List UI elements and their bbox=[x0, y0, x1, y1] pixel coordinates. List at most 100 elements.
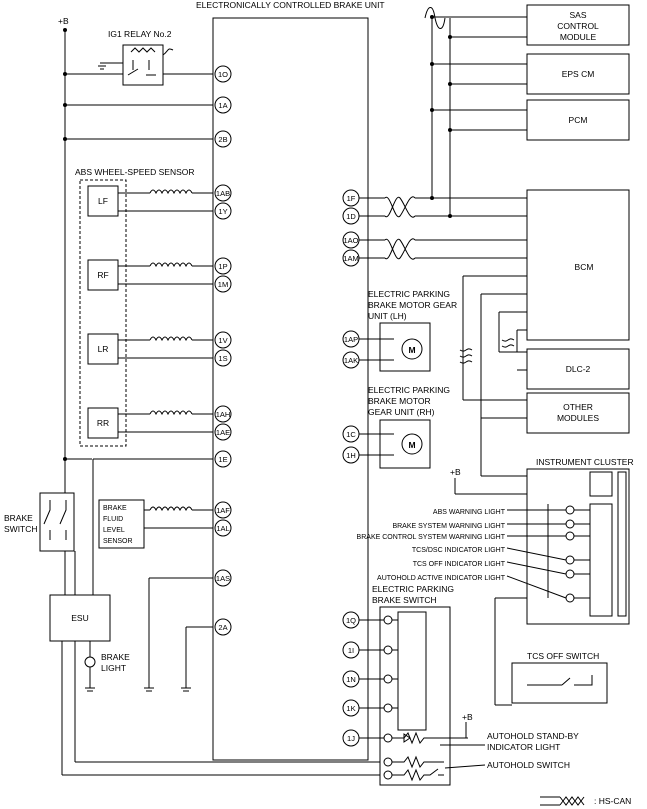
switch-contacts-icon bbox=[527, 675, 593, 686]
epb-switch-wires bbox=[359, 615, 398, 780]
cluster-inner-box bbox=[617, 471, 627, 617]
sensor-label: RF bbox=[97, 270, 108, 280]
motor-label: M bbox=[408, 345, 415, 355]
bcm-label: BCM bbox=[575, 262, 594, 272]
relay-coil-icon bbox=[127, 47, 156, 76]
switch-contacts-icon bbox=[43, 500, 67, 540]
pin-label: 1AP bbox=[344, 335, 358, 344]
bulb-icon bbox=[84, 656, 96, 668]
epb-switch-label: BRAKE SWITCH bbox=[372, 595, 437, 605]
diode-icon bbox=[403, 733, 411, 743]
junction-dot bbox=[448, 128, 452, 132]
cluster-light-label: TCS OFF INDICATOR LIGHT bbox=[413, 561, 506, 568]
pin-label: 1E bbox=[218, 455, 227, 464]
pin-label: 1K bbox=[346, 704, 355, 713]
cluster-title: INSTRUMENT CLUSTER bbox=[536, 457, 634, 467]
ground-icon bbox=[181, 687, 191, 692]
pin-label: 2A bbox=[218, 623, 227, 632]
legend-hscan-label: : HS-CAN bbox=[594, 796, 631, 806]
other-label: MODULES bbox=[557, 413, 599, 423]
junction-dot bbox=[430, 62, 434, 66]
tcs-off-box bbox=[511, 662, 608, 704]
pin-label: 2B bbox=[218, 135, 227, 144]
sensor-rr: RR bbox=[87, 407, 213, 439]
cluster-light-label: TCS/DSC INDICATOR LIGHT bbox=[412, 547, 506, 554]
junction-dot bbox=[63, 103, 67, 107]
cluster-light-label: ABS WARNING LIGHT bbox=[433, 509, 506, 516]
brake-fluid-label: LEVEL bbox=[103, 527, 125, 534]
resistor-icon bbox=[392, 755, 444, 769]
relay-wave-icon bbox=[162, 48, 174, 56]
autohold-switch-icon bbox=[392, 768, 444, 782]
twisted-pair-icon bbox=[149, 336, 213, 342]
cluster-plus-b: +B bbox=[450, 467, 461, 477]
cluster-light-rows: ABS WARNING LIGHT BRAKE SYSTEM WARNING L… bbox=[357, 504, 590, 603]
autohold-standby-label: AUTOHOLD STAND-BY bbox=[487, 731, 579, 741]
sas-label: SAS bbox=[569, 10, 586, 20]
epb-lh-label: UNIT (LH) bbox=[368, 311, 407, 321]
pin-label: 1AE bbox=[216, 428, 230, 437]
ground-icon bbox=[85, 687, 95, 692]
autohold-standby-label: INDICATOR LIGHT bbox=[487, 742, 560, 752]
pin-label: 1AF bbox=[216, 506, 230, 515]
pin-label: 1AK bbox=[344, 356, 358, 365]
pin-label: 1Y bbox=[218, 207, 227, 216]
pin-label: 1O bbox=[218, 70, 228, 79]
leader-line bbox=[444, 764, 486, 769]
junction-dot bbox=[430, 15, 434, 19]
sensor-label: LR bbox=[98, 344, 109, 354]
pin-label: 1S bbox=[218, 354, 227, 363]
junction-dot bbox=[430, 196, 434, 200]
ground-icon bbox=[98, 65, 106, 70]
cluster-light-label: BRAKE SYSTEM WARNING LIGHT bbox=[392, 523, 505, 530]
twisted-pair-icon bbox=[459, 338, 515, 364]
other-label: OTHER bbox=[563, 402, 593, 412]
esu-box bbox=[49, 594, 111, 642]
epb-rh-label: ELECTRIC PARKING bbox=[368, 385, 450, 395]
cluster-inner-box bbox=[589, 471, 613, 497]
twisted-pair-icon bbox=[149, 410, 213, 416]
junction-dot bbox=[448, 35, 452, 39]
pin-label: 1P bbox=[218, 262, 227, 271]
epb-rh-label: GEAR UNIT (RH) bbox=[368, 407, 435, 417]
brake-unit-title: ELECTRONICALLY CONTROLLED BRAKE UNIT bbox=[196, 0, 385, 10]
twisted-pair-icon bbox=[384, 196, 416, 218]
right-pins: 1F 1D 1AO 1AM 1AP 1AK 1C 1H 1Q 1I 1N 1K … bbox=[342, 189, 360, 747]
cluster-light-label: BRAKE CONTROL SYSTEM WARNING LIGHT bbox=[357, 534, 506, 541]
pin-label: 1V bbox=[218, 336, 227, 345]
brake-fluid-label: FLUID bbox=[103, 516, 123, 523]
pin-label: 1F bbox=[347, 194, 356, 203]
twisted-pair-icon bbox=[384, 238, 416, 260]
pin-label: 1C bbox=[346, 430, 356, 439]
junction-dot bbox=[63, 137, 67, 141]
twisted-pair-icon bbox=[149, 506, 213, 512]
pin-label: 1H bbox=[346, 451, 356, 460]
bcm-module-box bbox=[526, 189, 630, 341]
plus-b-label: +B bbox=[58, 16, 69, 26]
pin-label: 1M bbox=[218, 280, 228, 289]
abs-sensor-title: ABS WHEEL-SPEED SENSOR bbox=[75, 167, 195, 177]
sas-module-box bbox=[526, 4, 630, 46]
autohold-plus-b: +B bbox=[462, 712, 473, 722]
lamp-icon bbox=[565, 519, 575, 529]
brake-fluid-label: SENSOR bbox=[103, 538, 133, 545]
dlc-module-box bbox=[526, 348, 630, 390]
brake-fluid-box bbox=[98, 499, 145, 549]
brake-switch-label-1: BRAKE bbox=[4, 513, 33, 523]
pin-label: 1AL bbox=[216, 524, 229, 533]
cluster-light-label: AUTOHOLD ACTIVE INDICATOR LIGHT bbox=[377, 575, 506, 582]
sensor-label: RR bbox=[97, 418, 109, 428]
lamp-icon bbox=[565, 531, 575, 541]
brake-light-label-1: BRAKE bbox=[101, 652, 130, 662]
ground-icon bbox=[144, 687, 154, 692]
esu-label: ESU bbox=[71, 613, 88, 623]
epb-switch-inner bbox=[397, 611, 427, 731]
sensor-label: LF bbox=[98, 196, 108, 206]
motor-icon bbox=[401, 338, 423, 360]
pcm-module-box bbox=[526, 99, 630, 141]
motor-label: M bbox=[408, 440, 415, 450]
eps-label: EPS CM bbox=[562, 69, 595, 79]
pin-label: 1J bbox=[347, 734, 355, 743]
pin-label: 1N bbox=[346, 675, 356, 684]
